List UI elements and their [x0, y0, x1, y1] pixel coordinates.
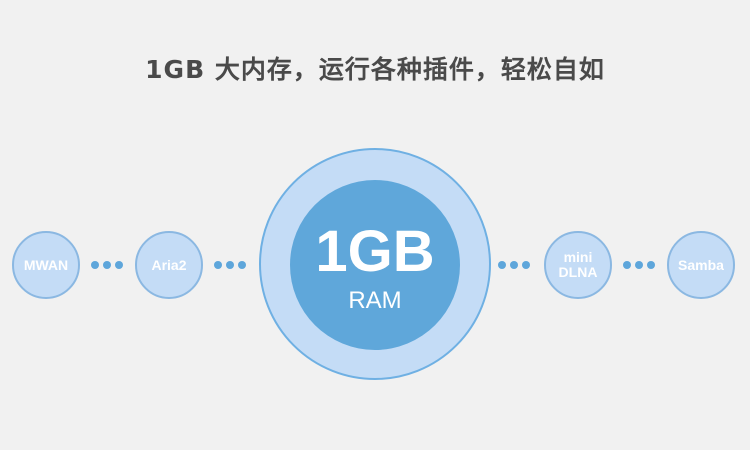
connector-dots: [214, 261, 246, 269]
dot: [214, 261, 222, 269]
plugin-label: mini DLNA: [558, 249, 598, 280]
plugin-label: Aria2: [151, 256, 187, 273]
dot: [91, 261, 99, 269]
dot: [623, 261, 631, 269]
dot: [103, 261, 111, 269]
dot: [510, 261, 518, 269]
plugin-label: Samba: [678, 256, 724, 273]
plugin-circle-samba: Samba: [667, 231, 735, 299]
plugin-circle-aria2: Aria2: [135, 231, 203, 299]
plugin-circle-mwan: MWAN: [12, 231, 80, 299]
page-headline: 1GB 大内存，运行各种插件，轻松自如: [145, 55, 605, 84]
connector-dots: [498, 261, 530, 269]
ram-unit-label: RAM: [348, 287, 402, 314]
ram-size-value: 1GB: [315, 219, 435, 284]
plugin-circle-minidlna: mini DLNA: [544, 231, 612, 299]
dot: [635, 261, 643, 269]
dot: [115, 261, 123, 269]
dot: [226, 261, 234, 269]
connector-dots: [623, 261, 655, 269]
dot: [498, 261, 506, 269]
plugin-label: MWAN: [23, 256, 69, 273]
ram-inner-circle: [290, 180, 460, 350]
dot: [522, 261, 530, 269]
connector-dots: [91, 261, 123, 269]
dot: [647, 261, 655, 269]
dot: [238, 261, 246, 269]
